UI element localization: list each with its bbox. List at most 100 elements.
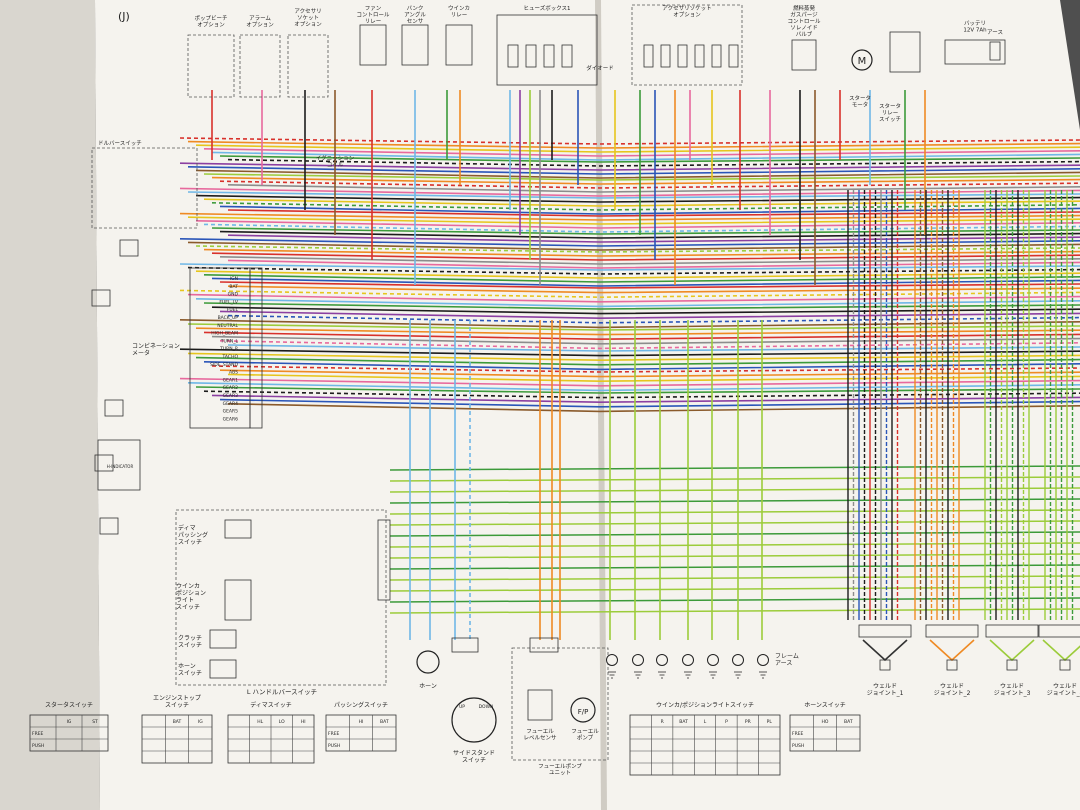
meter-pin-label: FUEL bbox=[227, 307, 239, 313]
weld-joint-connector bbox=[1038, 624, 1080, 638]
left-connector bbox=[104, 399, 124, 417]
left-connector bbox=[91, 289, 111, 307]
fuse-icon bbox=[711, 44, 722, 68]
components-layer bbox=[91, 4, 1080, 761]
meter-pin-label: FUEL_LV bbox=[219, 299, 238, 305]
wire-horizontal bbox=[219, 340, 1080, 350]
paper-page bbox=[95, 0, 1080, 810]
meter-pin-label: GEAR1 bbox=[223, 377, 239, 383]
starter-motor-label: スタータモータ bbox=[849, 94, 871, 109]
winker-position-label: ウインカポジションライトスイッチ bbox=[176, 582, 206, 611]
table-col-header: L bbox=[704, 719, 707, 725]
switch-box bbox=[224, 579, 252, 621]
left-connector bbox=[99, 517, 119, 535]
accessory-socket-box bbox=[287, 34, 329, 98]
switch-box bbox=[209, 629, 237, 649]
horn-icon bbox=[416, 650, 440, 674]
meter-pin-label: GND bbox=[228, 292, 239, 298]
wire-horizontal bbox=[211, 365, 1080, 373]
alarm-box bbox=[239, 34, 281, 98]
indicator-label: H-INDICATOR bbox=[107, 464, 134, 469]
weld-joint-label: ウェルドジョイント_3 bbox=[994, 682, 1031, 697]
dimmer-passing-label: ディマパッシングスイッチ bbox=[178, 524, 208, 546]
wire-horizontal bbox=[187, 191, 1080, 199]
wire-horizontal bbox=[195, 245, 1080, 253]
wire-lower bbox=[389, 531, 1080, 537]
fuse-icon bbox=[507, 44, 519, 68]
accessory-socket2-box bbox=[631, 4, 743, 86]
wire-horizontal bbox=[211, 227, 1080, 235]
earth-terminal-icon bbox=[656, 654, 668, 666]
table-col-header: HI bbox=[301, 719, 306, 725]
winker-relay-label: ウインカリレー bbox=[448, 4, 470, 19]
switch-table-title: ディマスイッチ bbox=[250, 701, 292, 709]
table-col-header: HL bbox=[257, 719, 263, 725]
fuel-pump-icon bbox=[570, 697, 596, 723]
left-connector bbox=[119, 239, 139, 257]
wire-horizontal bbox=[195, 144, 1080, 153]
wire-horizontal bbox=[203, 274, 1080, 283]
table-col-header: BAT bbox=[679, 719, 688, 725]
motor-icon bbox=[851, 49, 873, 71]
ignition-coil-label: イグニッションコイル bbox=[316, 154, 355, 169]
ground-icon bbox=[608, 671, 616, 679]
horn-switch-label: ホーンスイッチ bbox=[178, 663, 202, 677]
wire-horizontal bbox=[219, 310, 1080, 320]
wire-horizontal bbox=[219, 180, 1080, 189]
meter-pin-label: GEAR3 bbox=[223, 393, 239, 399]
table-row-label: FREE bbox=[792, 731, 804, 737]
popup-beeper-box bbox=[187, 34, 235, 98]
fuse-icon bbox=[561, 44, 573, 68]
meter-pin-label: ABS bbox=[229, 370, 238, 376]
meter-pin-label: TURN_L bbox=[220, 338, 239, 344]
labels-layer: ポップビーチオプションアラームオプションアクセサリソケットオプションファンコント… bbox=[98, 4, 1080, 777]
earth-terminal-icon bbox=[632, 654, 644, 666]
page-fold bbox=[595, 0, 607, 810]
handlebar-switch-label: ドルバースイッチ bbox=[98, 140, 142, 147]
weld-joint-label: ウェルドジョイント_2 bbox=[934, 682, 971, 697]
handlebar-connector bbox=[377, 519, 391, 601]
fuse-icon bbox=[643, 44, 654, 68]
wire-lower bbox=[389, 487, 1080, 493]
switch-table-title: スタータスイッチ bbox=[45, 701, 93, 709]
wire-lower bbox=[389, 509, 1080, 515]
wire-lower bbox=[389, 586, 1080, 592]
switch-table bbox=[325, 714, 397, 752]
ground-icon bbox=[684, 671, 692, 679]
table-col-header: IG bbox=[67, 719, 72, 725]
meter-pin-label: HIGH_BEAM bbox=[211, 331, 238, 337]
wire-lower bbox=[389, 498, 1080, 504]
purge-valve-label: 燃料蒸発ガスパージコントロールソレノイドバルブ bbox=[787, 4, 821, 38]
wire-lower bbox=[389, 465, 1080, 471]
wire-horizontal bbox=[211, 394, 1080, 404]
left-page-edge bbox=[0, 0, 100, 810]
clutch-switch-label: クラッチスイッチ bbox=[178, 635, 202, 649]
wire-horizontal bbox=[203, 173, 1080, 181]
weld-joint-label: ウェルドジョイント_4 bbox=[1047, 682, 1080, 697]
table-col-header: ST bbox=[92, 719, 98, 725]
wire-horizontal bbox=[187, 140, 1080, 149]
horn-connector bbox=[451, 637, 479, 653]
wire-lower bbox=[389, 575, 1080, 581]
table-row-label: FREE bbox=[328, 731, 340, 737]
weld-joint-box bbox=[946, 659, 958, 671]
wire-horizontal bbox=[203, 148, 1080, 157]
table-col-header: HO bbox=[822, 719, 829, 725]
weld-joint-label: ウェルドジョイント_1 bbox=[867, 682, 904, 697]
meter-pin-label: BAT bbox=[229, 284, 238, 290]
meter-pin-label: IGN bbox=[230, 276, 238, 282]
earth-top-box bbox=[989, 41, 1001, 61]
accessory-socket2-label: アクセサリソケットオプション bbox=[662, 5, 711, 19]
fuse-icon bbox=[694, 44, 705, 68]
wire-bundle bbox=[179, 90, 1080, 640]
meter-pin-label: TACHO bbox=[222, 354, 239, 360]
weld-joint-connector bbox=[985, 624, 1039, 638]
fuse-box-label: ヒューズボックス1 bbox=[523, 4, 570, 12]
popup-beeper-label: ポップビーチオプション bbox=[194, 14, 227, 29]
earth-top-label: アース bbox=[987, 29, 1003, 36]
fuel-level-label: フューエルレベルセンサ bbox=[523, 728, 557, 742]
wire-lower bbox=[389, 520, 1080, 526]
earth-terminal-icon bbox=[606, 654, 618, 666]
weld-joint-box bbox=[1006, 659, 1018, 671]
